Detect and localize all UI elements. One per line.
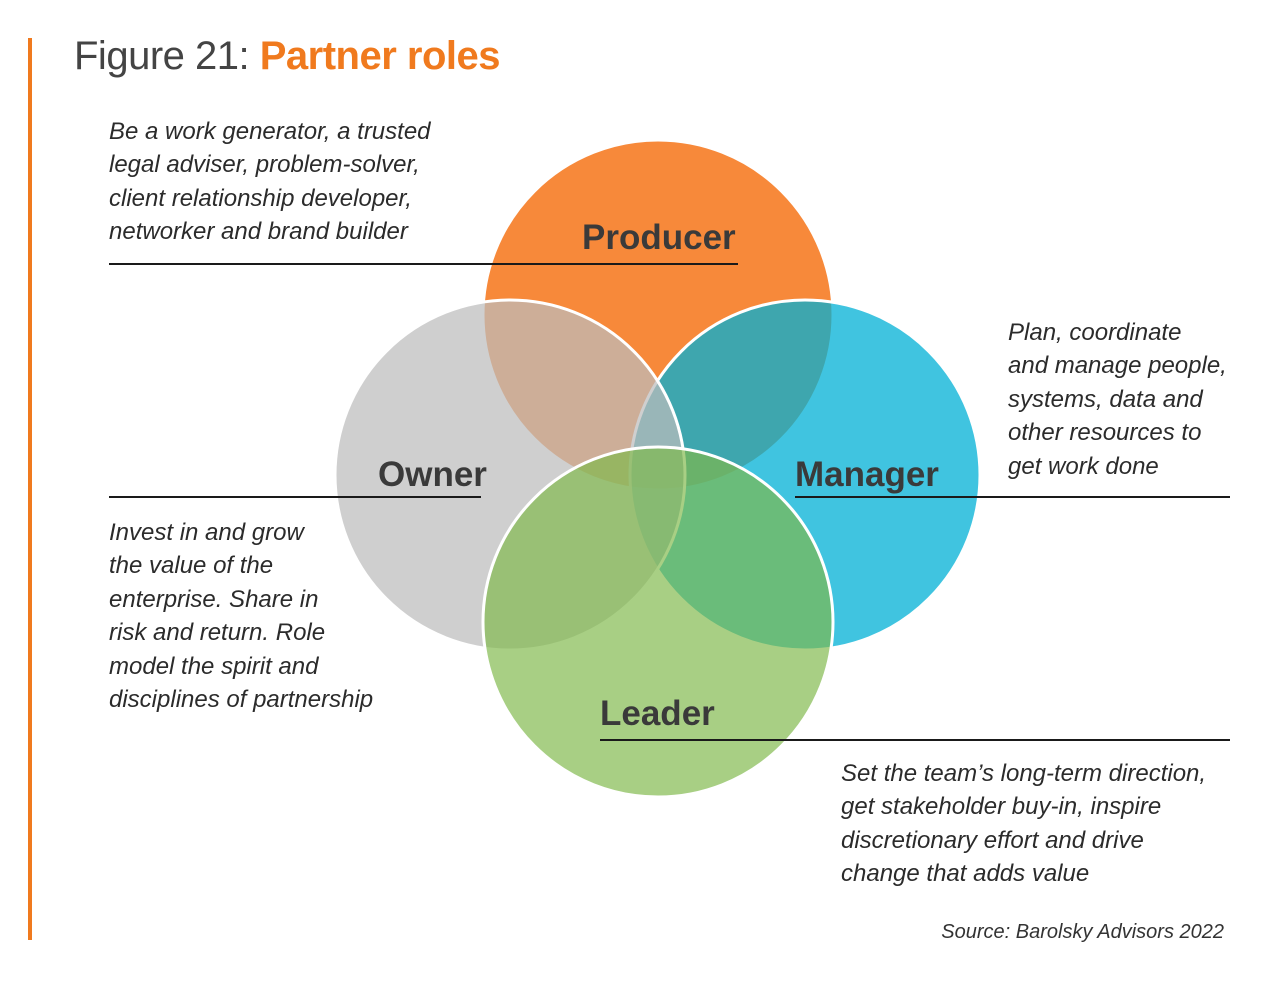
manager-description-line: Plan, coordinate	[1008, 319, 1182, 346]
leader-circle	[481, 445, 835, 799]
source-note: Source: Barolsky Advisors 2022	[941, 921, 1224, 943]
producer-label: Producer	[582, 218, 736, 257]
producer-description-line: client relationship developer,	[109, 184, 412, 212]
figure-number: Figure 21:	[74, 34, 260, 78]
leader-rule	[600, 739, 1230, 741]
manager-description-line: systems, data and	[1008, 385, 1203, 413]
owner-description-line: enterprise. Share in	[109, 585, 319, 613]
owner-label: Owner	[378, 455, 487, 494]
leader-description-line: get stakeholder buy-in, inspire	[841, 793, 1162, 821]
leader-label: Leader	[600, 694, 715, 733]
owner-description: Invest in and grow the value of the ente…	[109, 516, 373, 716]
owner-description-line: risk and return. Role	[109, 619, 326, 647]
manager-label: Manager	[795, 455, 939, 494]
owner-description-line: model the spirit and	[109, 652, 319, 680]
owner-description-line: disciplines of partnership	[109, 686, 374, 714]
producer-description-line: Be a work generator, a trusted	[109, 118, 431, 145]
manager-description: Plan, coordinate and manage people, syst…	[1008, 316, 1227, 483]
figure-title: Figure 21: Partner roles	[74, 30, 501, 82]
manager-description-line: get work done	[1008, 452, 1159, 480]
producer-rule	[109, 263, 738, 265]
producer-description-line: networker and brand builder	[109, 218, 408, 246]
owner-description-line: Invest in and grow	[109, 519, 304, 546]
owner-rule	[109, 496, 481, 498]
manager-description-line: and manage people,	[1008, 352, 1227, 380]
producer-description: Be a work generator, a trusted legal adv…	[109, 115, 431, 249]
leader-description-line: change that adds value	[841, 860, 1090, 888]
accent-bar	[28, 38, 32, 940]
manager-description-line: other resources to	[1008, 419, 1202, 447]
manager-rule	[795, 496, 1230, 498]
producer-description-line: legal adviser, problem-solver,	[109, 151, 420, 179]
owner-description-line: the value of the	[109, 552, 274, 580]
figure-name: Partner roles	[259, 34, 501, 78]
leader-description: Set the team’s long-term direction, get …	[841, 757, 1206, 891]
leader-description-line: discretionary effort and drive	[841, 826, 1144, 854]
leader-description-line: Set the team’s long-term direction,	[841, 760, 1207, 787]
